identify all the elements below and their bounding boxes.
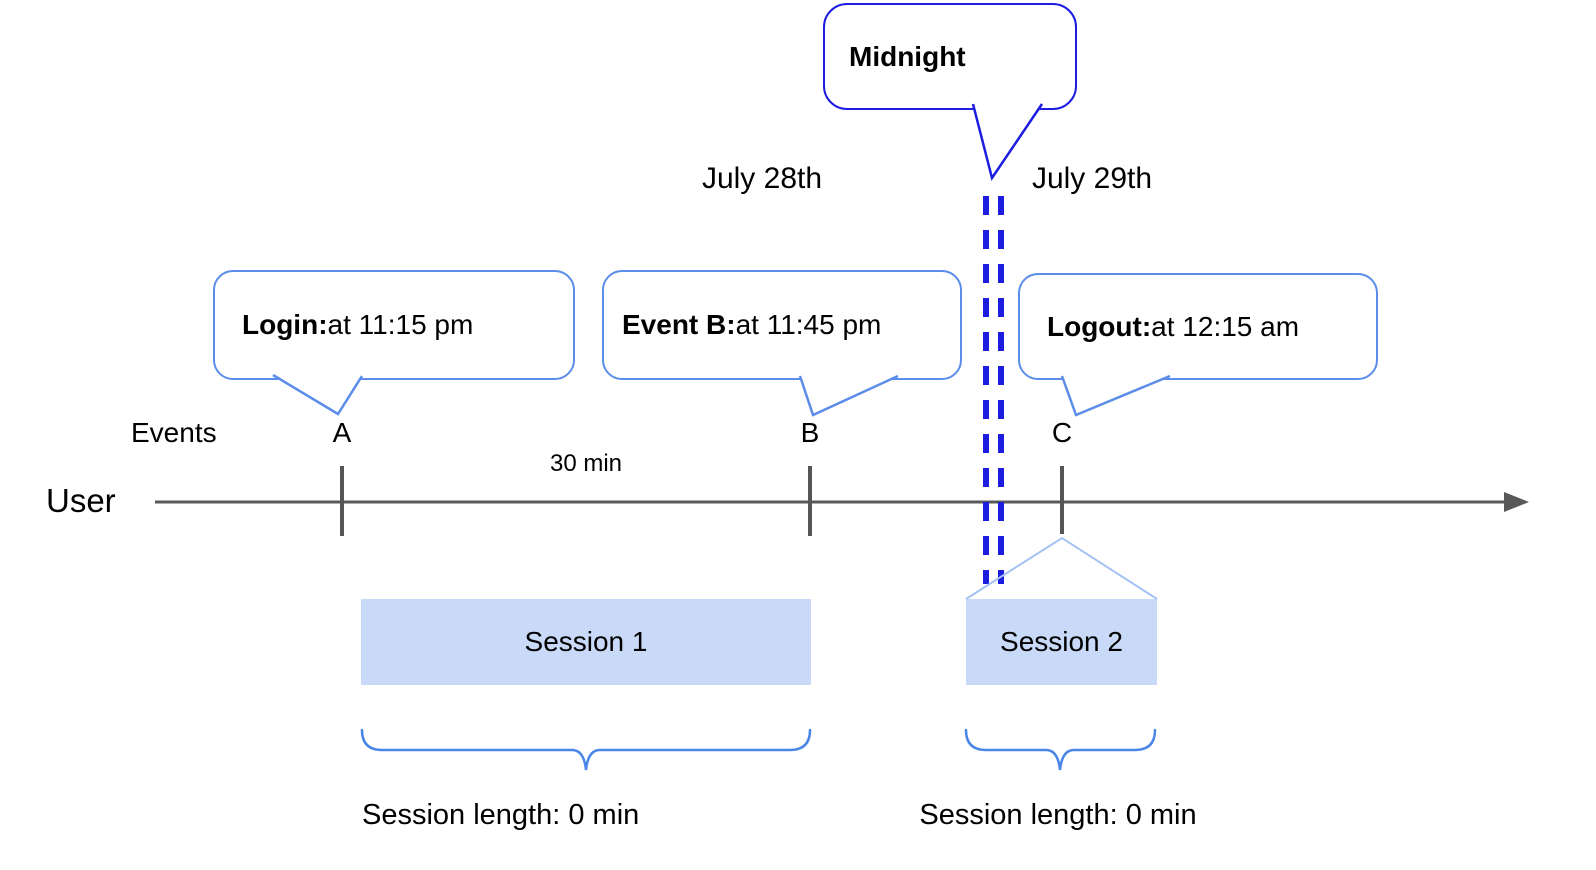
session-1-length-label: Session length: 0 min — [362, 799, 640, 831]
midnight-callout: Midnight — [823, 3, 1077, 110]
events-row-label: Events — [131, 417, 217, 448]
brace-session-2 — [964, 728, 1157, 771]
user-row-label: User — [46, 482, 116, 519]
event-mark-a: A — [332, 417, 352, 448]
callout-logout: Logout: at 12:15 am — [1018, 273, 1378, 380]
event-mark-b: B — [800, 417, 820, 448]
brace-session-1 — [360, 728, 812, 771]
timeline-arrowhead-icon — [1504, 492, 1529, 512]
session-2-label: Session 2 — [1000, 626, 1123, 657]
callout-login-tail — [272, 373, 364, 416]
session-2-length-label: Session length: 0 min — [919, 799, 1197, 831]
session-2-fan-lines — [965, 536, 1158, 600]
event-mark-c: C — [1051, 417, 1073, 448]
callout-login-detail: at 11:15 pm — [327, 309, 474, 340]
midnight-callout-label: Midnight — [849, 40, 966, 72]
session-1-label: Session 1 — [524, 626, 648, 657]
session-1-box: Session 1 — [361, 599, 811, 685]
callout-logout-tail — [1060, 374, 1171, 417]
callout-event-b: Event B: at 11:45 pm — [602, 270, 962, 380]
date-july-28-label: July 28th — [701, 162, 823, 195]
callout-login: Login: at 11:15 pm — [213, 270, 575, 380]
callout-logout-detail: at 12:15 am — [1151, 310, 1300, 342]
callout-event-b-tail — [798, 374, 899, 417]
interval-30min-label: 30 min — [549, 450, 623, 477]
callout-logout-title: Logout: — [1047, 310, 1152, 342]
callout-event-b-detail: at 11:45 pm — [735, 309, 882, 340]
callout-event-b-title: Event B: — [622, 309, 736, 340]
session-2-box: Session 2 — [966, 599, 1157, 685]
date-july-29-label: July 29th — [1031, 162, 1153, 195]
callout-login-title: Login: — [242, 309, 328, 340]
